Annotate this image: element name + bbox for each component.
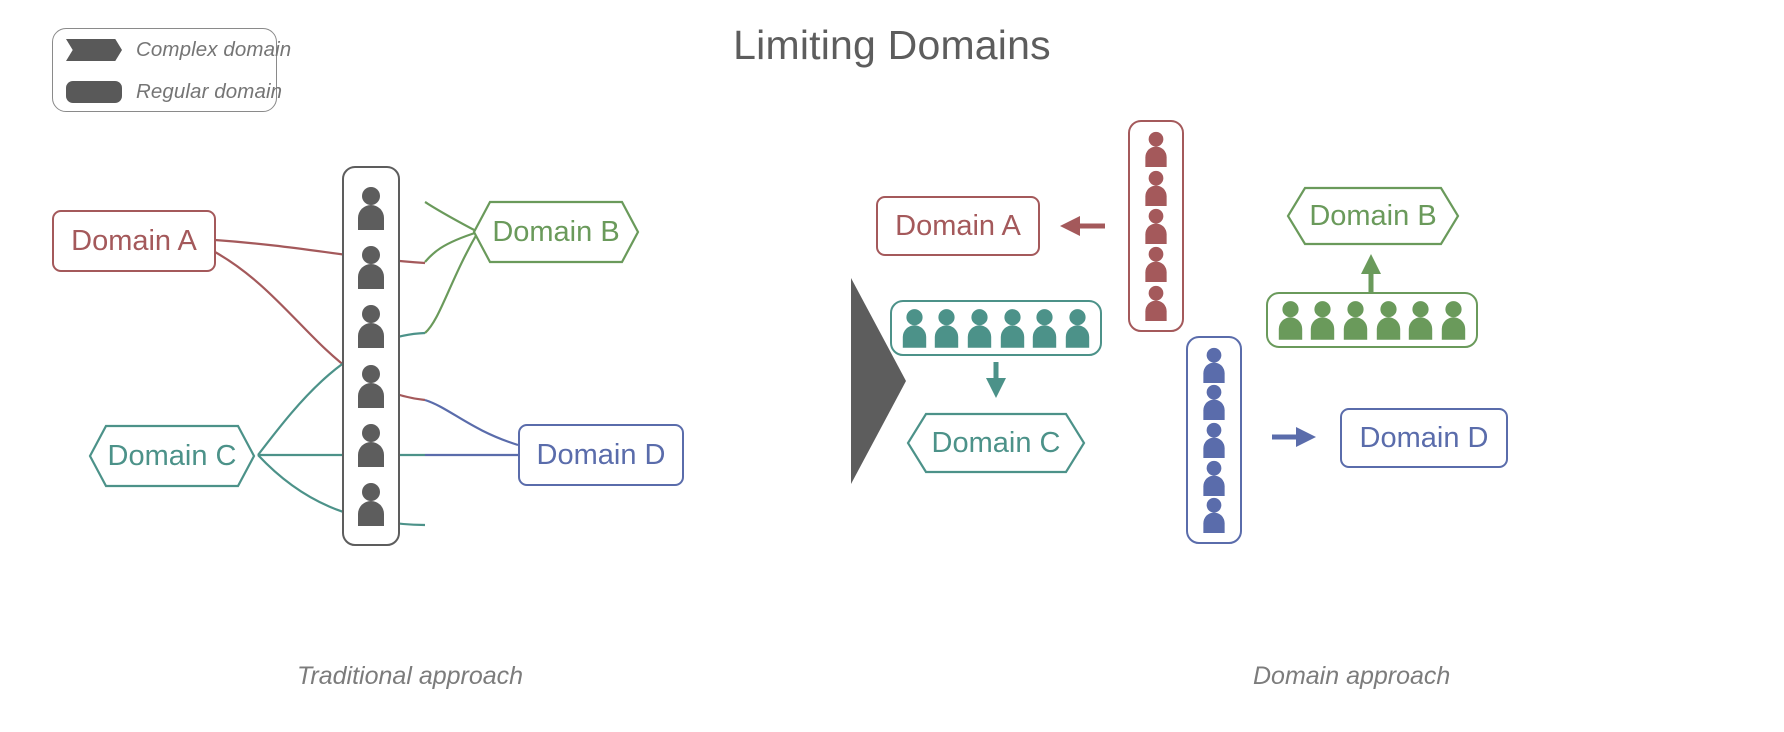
left-domain-c-label: Domain C [107, 439, 237, 472]
arrow-down-icon [986, 362, 1006, 398]
hexagon-shape-c [88, 424, 256, 488]
left-domain-b-label: Domain B [492, 215, 620, 248]
hexagon-shape-b-right [1286, 186, 1460, 246]
person-icon [358, 364, 384, 408]
domain-c-team-row [890, 300, 1102, 356]
arrow-up-icon [1361, 254, 1381, 292]
person-icon [1145, 208, 1167, 244]
right-domain-a-label: Domain A [895, 209, 1021, 242]
person-icon [1409, 301, 1433, 340]
right-domain-d-node[interactable]: Domain D [1340, 408, 1508, 468]
legend: Complex domain Regular domain [52, 28, 291, 113]
person-icon [1278, 301, 1303, 340]
person-icon [1065, 309, 1090, 348]
right-domain-a-node[interactable]: Domain A [876, 196, 1040, 256]
legend-label-regular: Regular domain [136, 80, 283, 103]
link-domain-b-person-1 [424, 201, 479, 233]
domain-b-team-row [1266, 292, 1478, 348]
right-panel-arrows [986, 216, 1381, 447]
arrow-right-icon [1272, 427, 1316, 447]
chevron-right-icon [851, 278, 906, 484]
arrow-left-icon [1060, 216, 1105, 236]
hexagon-shape-b [472, 200, 640, 264]
left-domain-c-node[interactable]: Domain C [88, 424, 256, 488]
person-icon [1203, 460, 1225, 496]
left-domain-a-node[interactable]: Domain A [52, 210, 216, 272]
person-icon [1343, 301, 1368, 340]
caption-traditional-approach: Traditional approach [297, 662, 524, 690]
person-icon [1311, 301, 1335, 340]
right-domain-b-label: Domain B [1309, 199, 1437, 232]
legend-item-complex-domain: Complex domain [53, 29, 291, 71]
person-icon [1000, 309, 1024, 348]
person-icon [358, 423, 384, 467]
left-domain-b-node[interactable]: Domain B [472, 200, 640, 264]
hexagon-shape-c-right [906, 412, 1086, 474]
person-icon [358, 186, 384, 230]
person-icon [1033, 309, 1057, 348]
person-icon [1203, 497, 1225, 534]
person-icon [1145, 170, 1167, 206]
person-icon [1203, 347, 1225, 383]
person-icon [358, 483, 384, 527]
person-icon [1441, 301, 1466, 340]
legend-label-complex: Complex domain [136, 38, 292, 61]
person-icon [1203, 422, 1225, 458]
regular-domain-swatch-icon [66, 81, 122, 103]
person-icon [902, 309, 927, 348]
person-icon [358, 305, 384, 349]
right-domain-d-label: Domain D [1359, 421, 1489, 454]
right-domain-c-node[interactable]: Domain C [906, 412, 1086, 474]
left-domain-d-label: Domain D [536, 438, 666, 471]
person-icon [1145, 132, 1167, 168]
person-icon [1203, 385, 1225, 421]
person-icon [967, 309, 992, 348]
link-domain-d-person-4 [424, 398, 519, 447]
right-domain-c-label: Domain C [931, 426, 1061, 459]
domain-a-team-column [1128, 120, 1184, 332]
person-icon [1145, 285, 1167, 321]
person-icon [1376, 301, 1400, 340]
page-title: Limiting Domains [733, 22, 1051, 68]
caption-domain-approach: Domain approach [1253, 662, 1451, 690]
legend-item-regular-domain: Regular domain [53, 71, 282, 113]
left-domain-d-node[interactable]: Domain D [518, 424, 684, 486]
link-domain-b-person-2 [424, 230, 479, 263]
person-icon [935, 309, 959, 348]
complex-domain-swatch-icon [66, 39, 122, 61]
right-domain-b-node[interactable]: Domain B [1286, 186, 1460, 246]
person-icon [1145, 247, 1167, 283]
shared-team-column [342, 166, 400, 546]
link-domain-b-person-3 [424, 231, 479, 334]
domain-d-team-column [1186, 336, 1242, 544]
left-domain-a-label: Domain A [71, 224, 197, 257]
person-icon [358, 245, 384, 289]
